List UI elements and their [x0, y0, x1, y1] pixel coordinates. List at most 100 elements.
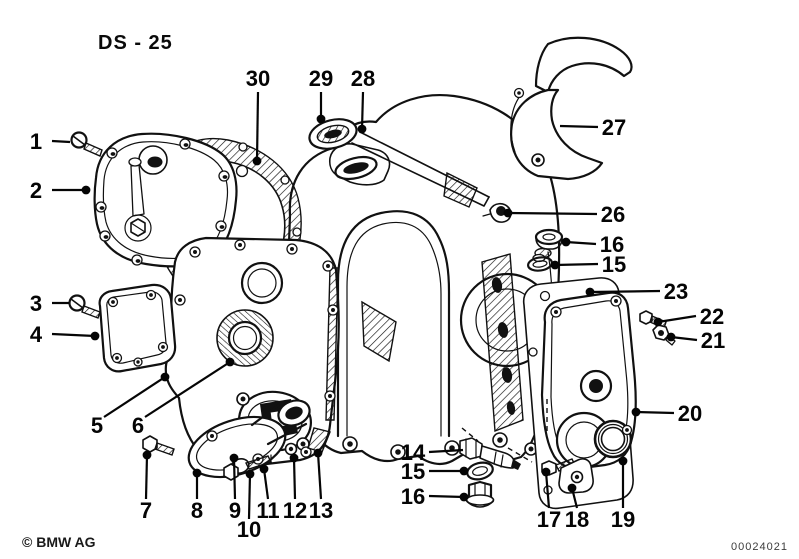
cover-right [540, 291, 637, 470]
leader-dot-2 [81, 185, 91, 195]
callout-17[interactable]: 17 [537, 507, 561, 532]
center-arch [336, 210, 451, 438]
bracket-18 [558, 458, 594, 494]
leader-line-16-right [565, 240, 597, 246]
center-boss [579, 369, 613, 403]
o-ring-15-center [466, 461, 494, 481]
leader-dot-17 [541, 467, 551, 477]
callout-27[interactable]: 27 [602, 115, 626, 140]
callout-15-center[interactable]: 15 [401, 459, 425, 484]
leader-line-12 [292, 457, 297, 500]
callout-14[interactable]: 14 [401, 440, 426, 465]
callout-12[interactable]: 12 [283, 498, 307, 523]
callout-26[interactable]: 26 [601, 202, 625, 227]
leader-line-22 [657, 314, 697, 324]
copyright-notice: © BMW AG [22, 534, 96, 550]
cover-small-left [98, 283, 177, 373]
bell-flange-band [481, 253, 524, 432]
leader-line-6 [144, 361, 231, 418]
callout-16-right[interactable]: 16 [600, 232, 624, 257]
callout-5[interactable]: 5 [91, 413, 103, 438]
leader-line-4 [51, 332, 96, 338]
leader-dot-30 [252, 156, 262, 166]
housing-hatch-wedge-top [443, 171, 478, 208]
housing-hatch-wedge-left [361, 300, 397, 363]
switch-14 [459, 437, 521, 470]
callout-13[interactable]: 13 [309, 498, 333, 523]
leader-line-23 [589, 289, 661, 294]
leader-line-9 [232, 457, 237, 500]
leader-line-1 [51, 139, 71, 144]
leader-line-7 [144, 454, 149, 500]
leader-dot-16-right [561, 237, 571, 247]
leader-dot-21 [666, 332, 676, 342]
leader-line-11 [262, 468, 270, 500]
callout-11[interactable]: 11 [256, 498, 279, 523]
leader-dot-9 [229, 453, 239, 463]
guard-cover [510, 36, 633, 181]
callout-4[interactable]: 4 [30, 322, 43, 347]
leader-dot-13 [313, 448, 323, 458]
leader-line-15-right [554, 262, 599, 267]
housing [286, 94, 561, 465]
leader-dot-5 [160, 372, 170, 382]
leader-dot-7 [142, 450, 152, 460]
callout-3[interactable]: 3 [30, 291, 42, 316]
image-number: 00024021 [731, 541, 788, 553]
leader-line-27 [559, 124, 599, 129]
callout-10[interactable]: 10 [237, 517, 261, 542]
leader-dot-11 [259, 464, 269, 474]
leader-line-28 [360, 91, 365, 130]
grommet [308, 118, 358, 150]
leader-line-13 [316, 452, 323, 500]
leader-line-16-center [428, 494, 465, 499]
leader-dot-16-center [459, 492, 469, 502]
callout-29[interactable]: 29 [309, 66, 333, 91]
stud-26 [496, 206, 506, 216]
drawing-code: DS - 25 [98, 32, 173, 54]
callout-16-center[interactable]: 16 [401, 484, 425, 509]
kick-opening [334, 155, 378, 181]
callout-15-right[interactable]: 15 [602, 252, 626, 277]
leader-line-20 [635, 410, 675, 415]
callout-18[interactable]: 18 [565, 507, 589, 532]
leader-line-26 [507, 211, 598, 216]
dashed-lines [461, 399, 548, 463]
nut-16-center [465, 480, 495, 508]
callout-2[interactable]: 2 [30, 178, 42, 203]
callout-23[interactable]: 23 [664, 279, 688, 304]
leader-line-30 [255, 91, 260, 162]
leader-dot-19 [618, 456, 628, 466]
leader-line-5 [103, 376, 166, 418]
leader-dot-4 [90, 331, 100, 341]
leader-dot-18 [567, 483, 577, 493]
leader-dot-6 [225, 357, 235, 367]
leader-dot-22 [653, 317, 663, 327]
callout-22[interactable]: 22 [700, 304, 724, 329]
callout-6[interactable]: 6 [132, 413, 144, 438]
callout-21[interactable]: 21 [701, 328, 725, 353]
callout-20[interactable]: 20 [678, 401, 702, 426]
leader-dot-8 [192, 468, 202, 478]
leader-dot-20 [631, 407, 641, 417]
callout-9[interactable]: 9 [229, 498, 241, 523]
leader-dot-28 [357, 124, 367, 134]
leader-dot-23 [585, 287, 595, 297]
plug-16-right [532, 228, 564, 263]
screw-3 [68, 294, 101, 319]
callout-28[interactable]: 28 [351, 66, 375, 91]
leader-dot-15-right [550, 260, 560, 270]
seal-ring-6 [216, 309, 274, 367]
callout-19[interactable]: 19 [611, 507, 635, 532]
leader-dot-29 [316, 114, 326, 124]
screw-1 [70, 131, 103, 157]
leader-dot-15-center [459, 466, 469, 476]
callout-30[interactable]: 30 [246, 66, 270, 91]
bolt-7 [142, 435, 175, 456]
callout-7[interactable]: 7 [140, 498, 152, 523]
callout-8[interactable]: 8 [191, 498, 203, 523]
callout-1[interactable]: 1 [30, 129, 42, 154]
